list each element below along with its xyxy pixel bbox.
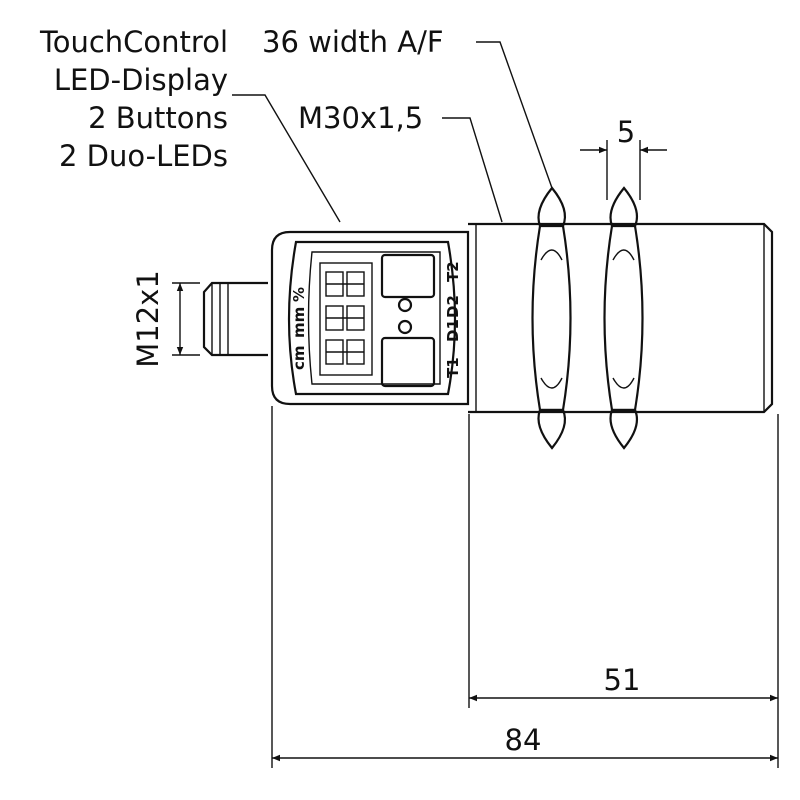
- seven-segment-digits: [325, 271, 365, 365]
- unit-percent: %: [290, 287, 308, 302]
- label-connector: M12x1: [131, 270, 165, 368]
- m12-connector: [202, 281, 268, 357]
- nut-2: [603, 186, 644, 450]
- button-t2[interactable]: [380, 253, 436, 299]
- threaded-body: [468, 222, 774, 414]
- sensor-head: cm mm % T1 D1 D2 T2: [270, 230, 470, 406]
- unit-cm: cm: [290, 345, 308, 370]
- button-t1[interactable]: [380, 336, 436, 388]
- dim-nut-width: 5: [617, 115, 635, 149]
- label-d1: D1: [444, 319, 462, 342]
- label-duo-leds: 2 Duo-LEDs: [59, 139, 228, 173]
- label-t1: T1: [444, 357, 462, 378]
- unit-mm: mm: [290, 307, 308, 338]
- nut-1: [531, 186, 572, 450]
- label-wrench-size: 36 width A/F: [262, 25, 444, 59]
- thread-leader-line: [442, 117, 503, 223]
- label-t2: T2: [444, 261, 462, 282]
- label-buttons: 2 Buttons: [88, 101, 228, 135]
- label-d2: D2: [444, 295, 462, 318]
- feature-labels: TouchControl LED-Display 2 Buttons 2 Duo…: [39, 25, 228, 173]
- label-led-display: LED-Display: [54, 63, 228, 97]
- wrench-leader-line: [476, 41, 553, 189]
- label-thread: M30x1,5: [298, 101, 423, 135]
- led-d2: [397, 297, 413, 313]
- dim-total-length: 84: [505, 723, 542, 757]
- led-d1: [397, 319, 413, 335]
- feature-leader-line: [232, 94, 341, 223]
- dim-thread-length: 51: [604, 663, 641, 697]
- label-touchcontrol: TouchControl: [39, 25, 228, 59]
